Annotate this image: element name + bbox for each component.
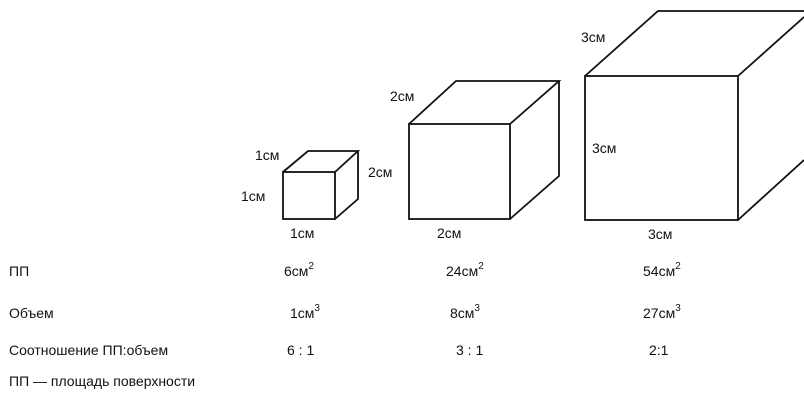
cube-medium-ratio: 3 : 1 <box>456 342 483 358</box>
cube-small-ratio: 6 : 1 <box>287 342 314 358</box>
cube-large-top-right-edge <box>737 16 804 77</box>
cube-medium-side-label: 2см <box>368 164 392 180</box>
cube-medium-bottom-label: 2см <box>437 225 461 241</box>
cube-medium-volume: 8см3 <box>450 303 480 321</box>
cube-medium-side-face <box>509 81 560 220</box>
cube-medium-top-face <box>408 80 562 125</box>
cube-large-volume-exponent: 3 <box>675 303 681 314</box>
surface-area-row-label: ПП <box>9 263 29 279</box>
cube-large-ratio: 2:1 <box>649 342 669 358</box>
cube-small-surface-area: 6см2 <box>284 261 314 279</box>
cube-medium-surface-area-exponent: 2 <box>478 261 484 272</box>
cube-medium-top-label: 2см <box>390 88 414 104</box>
cube-large-surface-area-exponent: 2 <box>675 261 681 272</box>
cube-large-volume: 27см3 <box>643 303 681 321</box>
cube-small-volume: 1см3 <box>290 303 320 321</box>
cube-small-side-face <box>334 151 359 220</box>
cube-large-top-back-edge <box>584 10 804 77</box>
cube-large-top-label: 3см <box>581 29 605 45</box>
cube-large <box>584 10 804 221</box>
cube-small-surface-area-exponent: 2 <box>308 261 314 272</box>
volume-row-label: Объем <box>9 305 54 321</box>
cube-small-front-face <box>282 171 336 220</box>
cube-large-surface-area: 54см2 <box>643 261 681 279</box>
cube-small <box>282 150 361 220</box>
cube-small-bottom-label: 1см <box>290 225 314 241</box>
cube-small-side-label: 1см <box>241 188 265 204</box>
cube-large-front-face <box>584 75 739 221</box>
ratio-row-label: Соотношение ПП:объем <box>9 342 168 358</box>
cube-large-bottom-right-edge <box>737 159 804 221</box>
cube-medium <box>408 80 562 220</box>
cube-large-side-label: 3см <box>592 140 616 156</box>
cube-small-top-label: 1см <box>255 147 279 163</box>
cube-large-bottom-label: 3см <box>648 226 672 242</box>
cube-medium-volume-exponent: 3 <box>474 303 480 314</box>
cube-small-top-face <box>282 150 361 173</box>
cube-medium-front-face <box>408 123 511 220</box>
cube-small-volume-exponent: 3 <box>314 303 320 314</box>
abbreviation-legend: ПП — площадь поверхности <box>9 373 195 389</box>
cube-medium-surface-area: 24см2 <box>446 261 484 279</box>
